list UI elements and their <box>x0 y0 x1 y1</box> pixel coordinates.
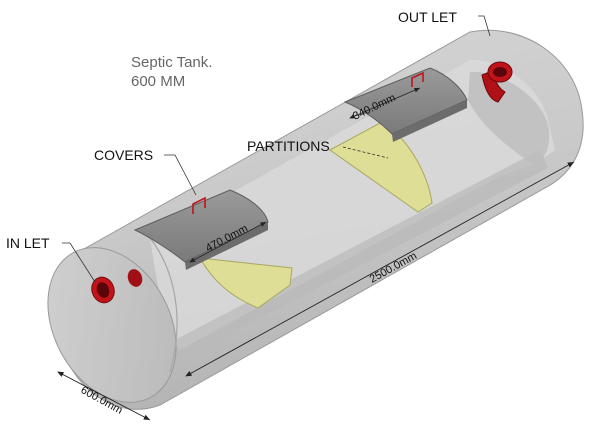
covers-label: COVERS <box>94 147 153 163</box>
callout-partitions: PARTITIONS <box>247 138 389 159</box>
title-line-1: Septic Tank. <box>131 54 212 71</box>
callout-covers: COVERS <box>94 147 197 196</box>
inlet-pipe <box>91 269 143 304</box>
title-line-2: 600 MM <box>131 73 185 90</box>
cover-handle-icon <box>411 71 424 87</box>
callout-outlet: OUT LET <box>398 9 491 37</box>
callout-inlet: IN LET <box>6 235 96 283</box>
outlet-pipe <box>481 61 513 103</box>
partitions-label: PARTITIONS <box>247 138 330 154</box>
inlet-label: IN LET <box>6 235 50 251</box>
outlet-label: OUT LET <box>398 9 457 25</box>
